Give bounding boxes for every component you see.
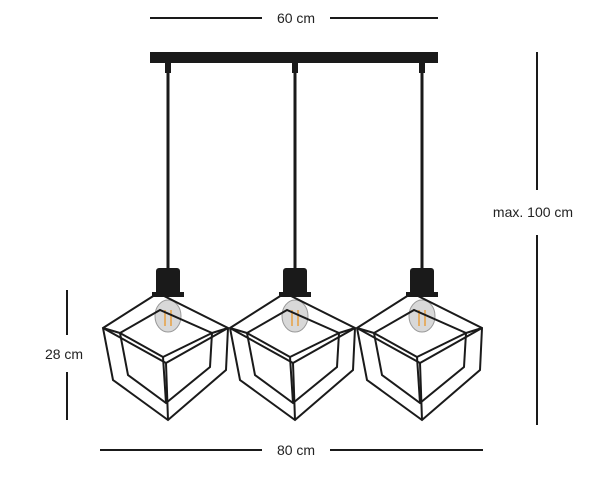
cord-grip: [292, 63, 298, 73]
dimension-lines: [66, 17, 538, 451]
height-max-label: max. 100 cm: [492, 204, 574, 220]
cord-grip: [165, 63, 171, 73]
shade-height-label: 28 cm: [44, 346, 84, 362]
cube-cage: [228, 291, 357, 422]
cord-grip: [419, 63, 425, 73]
width-bottom-label: 80 cm: [276, 442, 316, 458]
socket-ring: [152, 292, 184, 297]
bulb: [408, 299, 436, 333]
ceiling-canopy: [150, 52, 438, 63]
pendant-lamp: [228, 63, 357, 422]
socket: [156, 268, 180, 296]
bulb: [154, 299, 182, 333]
socket-ring: [279, 292, 311, 297]
socket: [283, 268, 307, 296]
cube-cage: [355, 291, 484, 422]
pendant-lamp: [355, 63, 484, 422]
width-top-label: 60 cm: [276, 10, 316, 26]
bulb: [281, 299, 309, 333]
pendant-lamp: [101, 63, 230, 422]
socket-ring: [406, 292, 438, 297]
socket: [410, 268, 434, 296]
cube-cage: [101, 291, 230, 422]
